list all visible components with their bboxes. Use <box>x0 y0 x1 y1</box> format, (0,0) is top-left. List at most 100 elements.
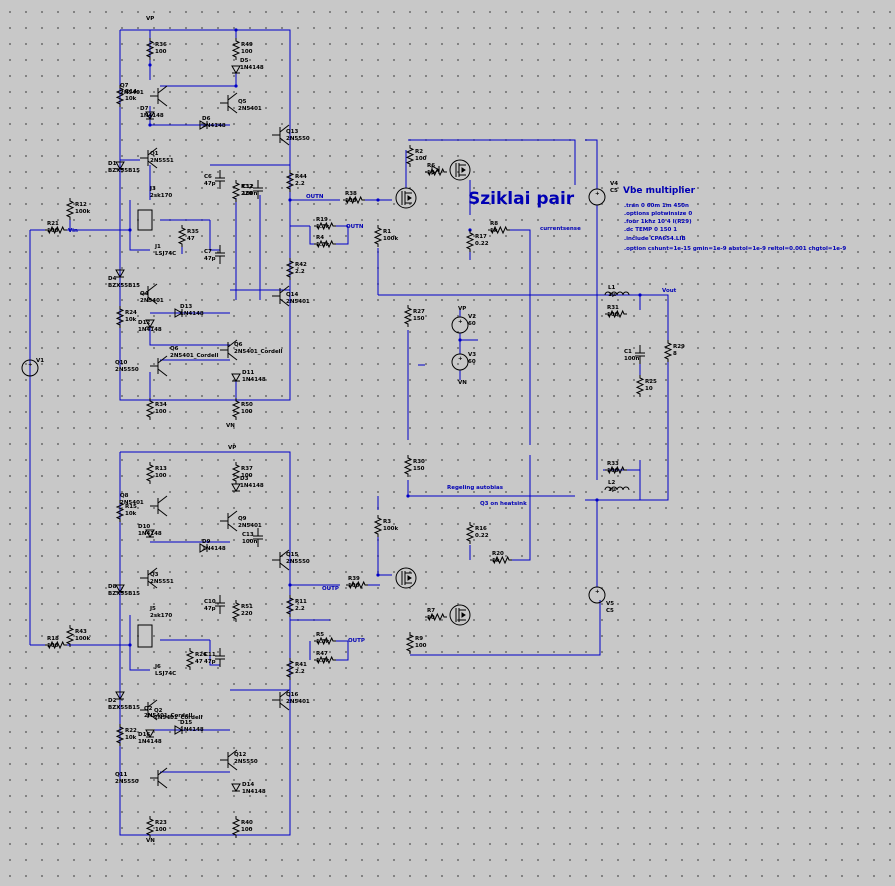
emitter <box>227 105 238 114</box>
wire <box>129 200 150 251</box>
ref-r40: R40 <box>241 820 253 826</box>
mosfet-m2 <box>395 187 417 209</box>
resistor-r47 <box>314 655 336 665</box>
value-r36: 100 <box>155 49 167 55</box>
diode-d2 <box>115 691 125 701</box>
resistor-r27 <box>403 305 413 327</box>
transistor-q12 <box>220 749 238 771</box>
ref-r13: R13 <box>155 466 167 472</box>
value-q2: 2N5401_Cordell <box>144 713 193 719</box>
diode-d6 <box>199 120 209 130</box>
inductor-l2 <box>604 486 630 491</box>
resistor-r50 <box>231 398 241 420</box>
value-r3: 100k <box>383 526 398 532</box>
ref-r11: R11 <box>295 599 307 605</box>
diode-d14 <box>231 783 241 793</box>
collector <box>227 749 238 758</box>
value-r29: 8 <box>673 351 677 357</box>
resistor-r39 <box>346 580 368 590</box>
capacitor-c11 <box>215 648 225 667</box>
coil <box>604 291 630 296</box>
ref-q3: Q3 <box>150 572 159 578</box>
value-r24: 10k <box>125 317 137 323</box>
ref-c11: C11 <box>204 652 216 658</box>
source-v4: + <box>588 188 606 206</box>
plus-sign: + <box>458 319 463 325</box>
spice-directive-2: .options plotwinsize 0 <box>624 211 692 217</box>
mosfet-body <box>395 187 417 209</box>
ref-r17: R17 <box>475 234 487 240</box>
ref-q9: Q9 <box>238 516 247 522</box>
value-r13: 100 <box>155 473 167 479</box>
resistor-r4 <box>314 239 336 249</box>
value-j6: LSJ74C <box>155 671 176 677</box>
mosfet-m4 <box>449 604 471 626</box>
value-r32: 220 <box>241 191 253 197</box>
ref-v1: V1 <box>36 358 44 364</box>
junction-dot <box>638 293 642 297</box>
wire <box>585 139 598 189</box>
ref-c1: C1 <box>624 349 632 355</box>
ref-r1: R1 <box>383 229 391 235</box>
wire <box>119 451 291 836</box>
q3-heatsink-label: Q3 on heatsink <box>480 501 527 507</box>
collector <box>147 147 158 156</box>
collector <box>279 124 290 133</box>
jfet-pair-j3 <box>137 209 153 231</box>
diode-body <box>174 308 184 318</box>
ref-r16: R16 <box>475 526 487 532</box>
resistor-r38 <box>343 195 365 205</box>
diode-body <box>145 529 155 539</box>
junction-dot <box>288 198 292 202</box>
diode-d15 <box>174 725 184 735</box>
value-d14: 1N4148 <box>242 789 266 795</box>
wire <box>512 455 531 561</box>
diode-body <box>231 783 241 793</box>
value-d11: 1N4148 <box>242 377 266 383</box>
value-j5: 2sk170 <box>150 613 172 619</box>
value-r14: 10k <box>125 96 137 102</box>
emitter <box>227 352 238 361</box>
junction-dot <box>234 84 238 88</box>
value-r40: 100 <box>241 827 253 833</box>
value-r22: 10k <box>125 735 137 741</box>
ref-r35: R35 <box>187 229 199 235</box>
value-c7: 47p <box>204 256 216 262</box>
transistor-q2 <box>140 699 158 721</box>
value-r11: 2.2 <box>295 606 305 612</box>
value-d12: 1N4148 <box>138 327 162 333</box>
mosfet-m3 <box>395 567 417 589</box>
value-c6: 47p <box>204 181 216 187</box>
source-circle <box>451 353 469 371</box>
resistor-r42 <box>285 258 295 280</box>
ref-r8: R8 <box>490 221 498 227</box>
ref-q6: Q6 <box>170 346 179 352</box>
ref-r3: R3 <box>383 519 391 525</box>
wire <box>209 220 220 251</box>
ref-c7: C7 <box>204 249 212 255</box>
value-r16: 0.22 <box>475 533 489 539</box>
source-circle <box>21 359 39 377</box>
resistor-r3 <box>373 515 383 537</box>
value-c1: 100n <box>624 356 639 362</box>
resistor-r49 <box>231 38 241 60</box>
rail-vn-3: VN <box>458 380 467 386</box>
ref-r32: R32 <box>241 184 253 190</box>
value-j3: 2sk170 <box>150 193 172 199</box>
wire <box>336 641 349 661</box>
ref-q8: Q8 <box>120 493 129 499</box>
spice-directive-4: .dc TEMP 0 150 1 <box>624 227 677 233</box>
source-circle <box>588 586 606 604</box>
ref-q14: Q14 <box>286 292 299 298</box>
ref-r27: R27 <box>413 309 425 315</box>
value-q14: 2N5401 <box>286 299 310 305</box>
resistor-r44 <box>285 170 295 192</box>
ref-j5: J5 <box>149 606 156 612</box>
resistor-r2 <box>405 145 415 167</box>
wire <box>309 226 314 245</box>
net-vout: Vout <box>662 288 677 294</box>
ref-v2: V2 <box>468 314 476 320</box>
capacitor-c13 <box>253 528 263 547</box>
value-q16: 2N5401 <box>286 699 310 705</box>
value-r4: 1.3k <box>316 242 330 248</box>
